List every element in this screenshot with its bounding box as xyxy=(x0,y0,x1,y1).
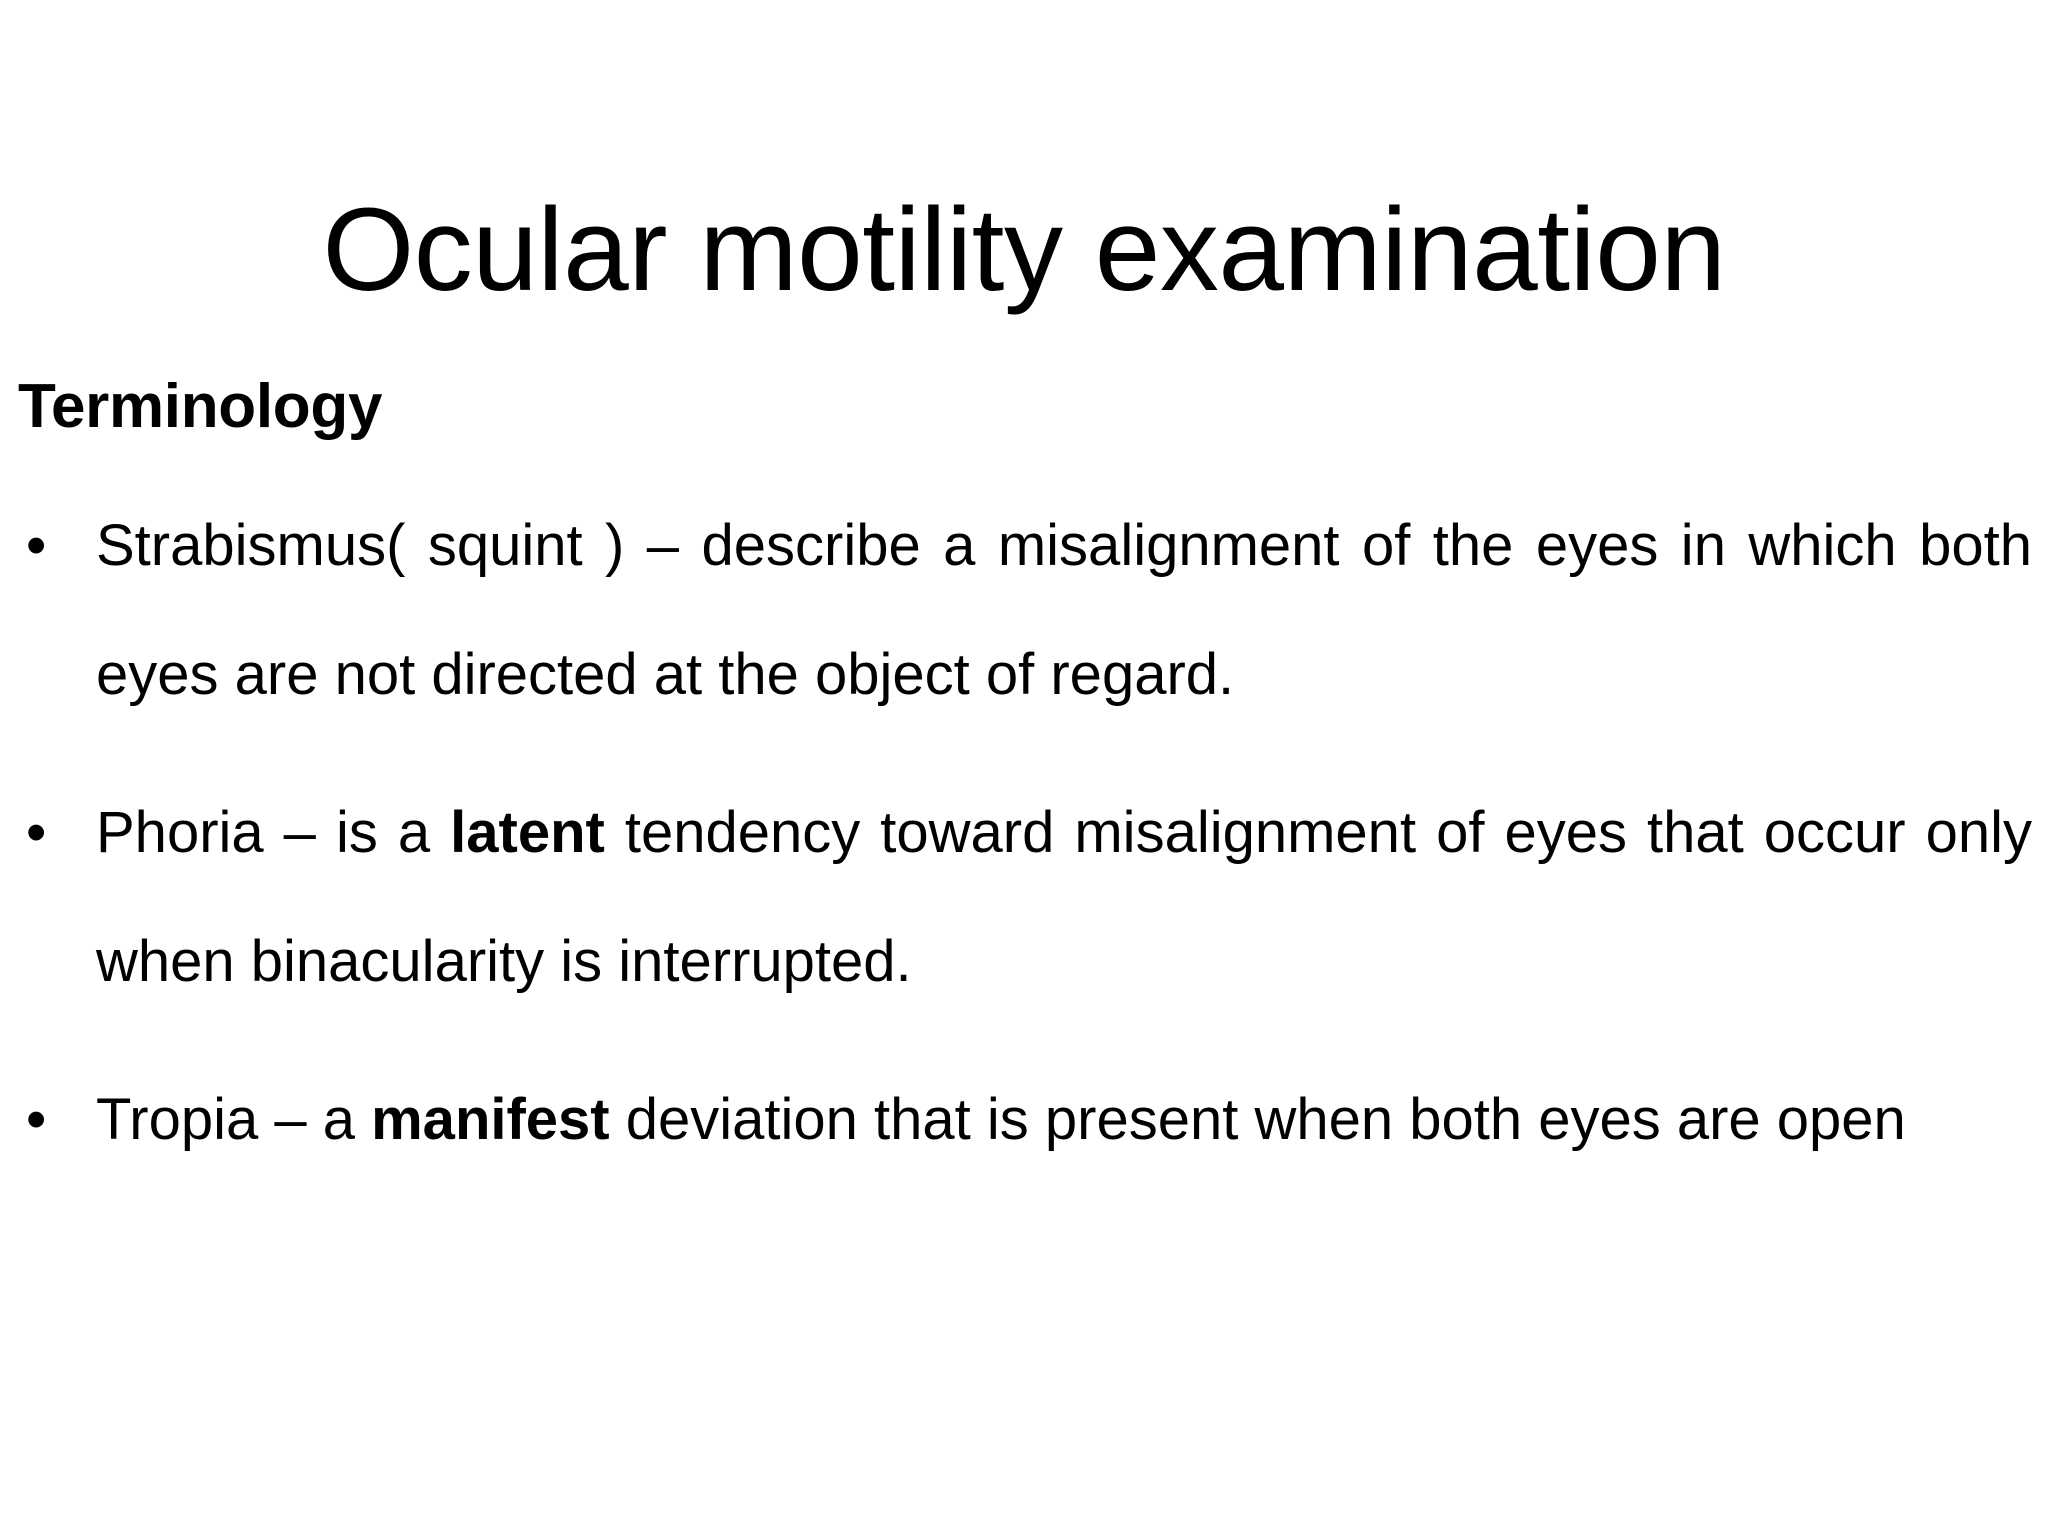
bullet-dot-icon: • xyxy=(26,1087,47,1153)
section-heading-terminology: Terminology xyxy=(18,372,383,441)
bullet-text-phoria: Phoria – is a latent tendency toward mis… xyxy=(96,800,2033,995)
bullet-dot-icon: • xyxy=(26,513,47,579)
list-item: • Strabismus( squint ) – describe a misa… xyxy=(18,481,2032,739)
slide-body: Terminology • Strabismus( squint ) – des… xyxy=(18,372,2032,1184)
page-title: Ocular motility examination xyxy=(322,184,1726,317)
terminology-bullet-list: • Strabismus( squint ) – describe a misa… xyxy=(18,481,2032,1184)
bullet-dot-icon: • xyxy=(26,800,47,866)
list-item: • Phoria – is a latent tendency toward m… xyxy=(18,768,2032,1026)
bullet-text-tropia: Tropia – a manifest deviation that is pr… xyxy=(96,1087,1906,1153)
bullet-text-strabismus: Strabismus( squint ) – describe a misali… xyxy=(96,513,2032,708)
list-item: • Tropia – a manifest deviation that is … xyxy=(18,1055,2032,1184)
